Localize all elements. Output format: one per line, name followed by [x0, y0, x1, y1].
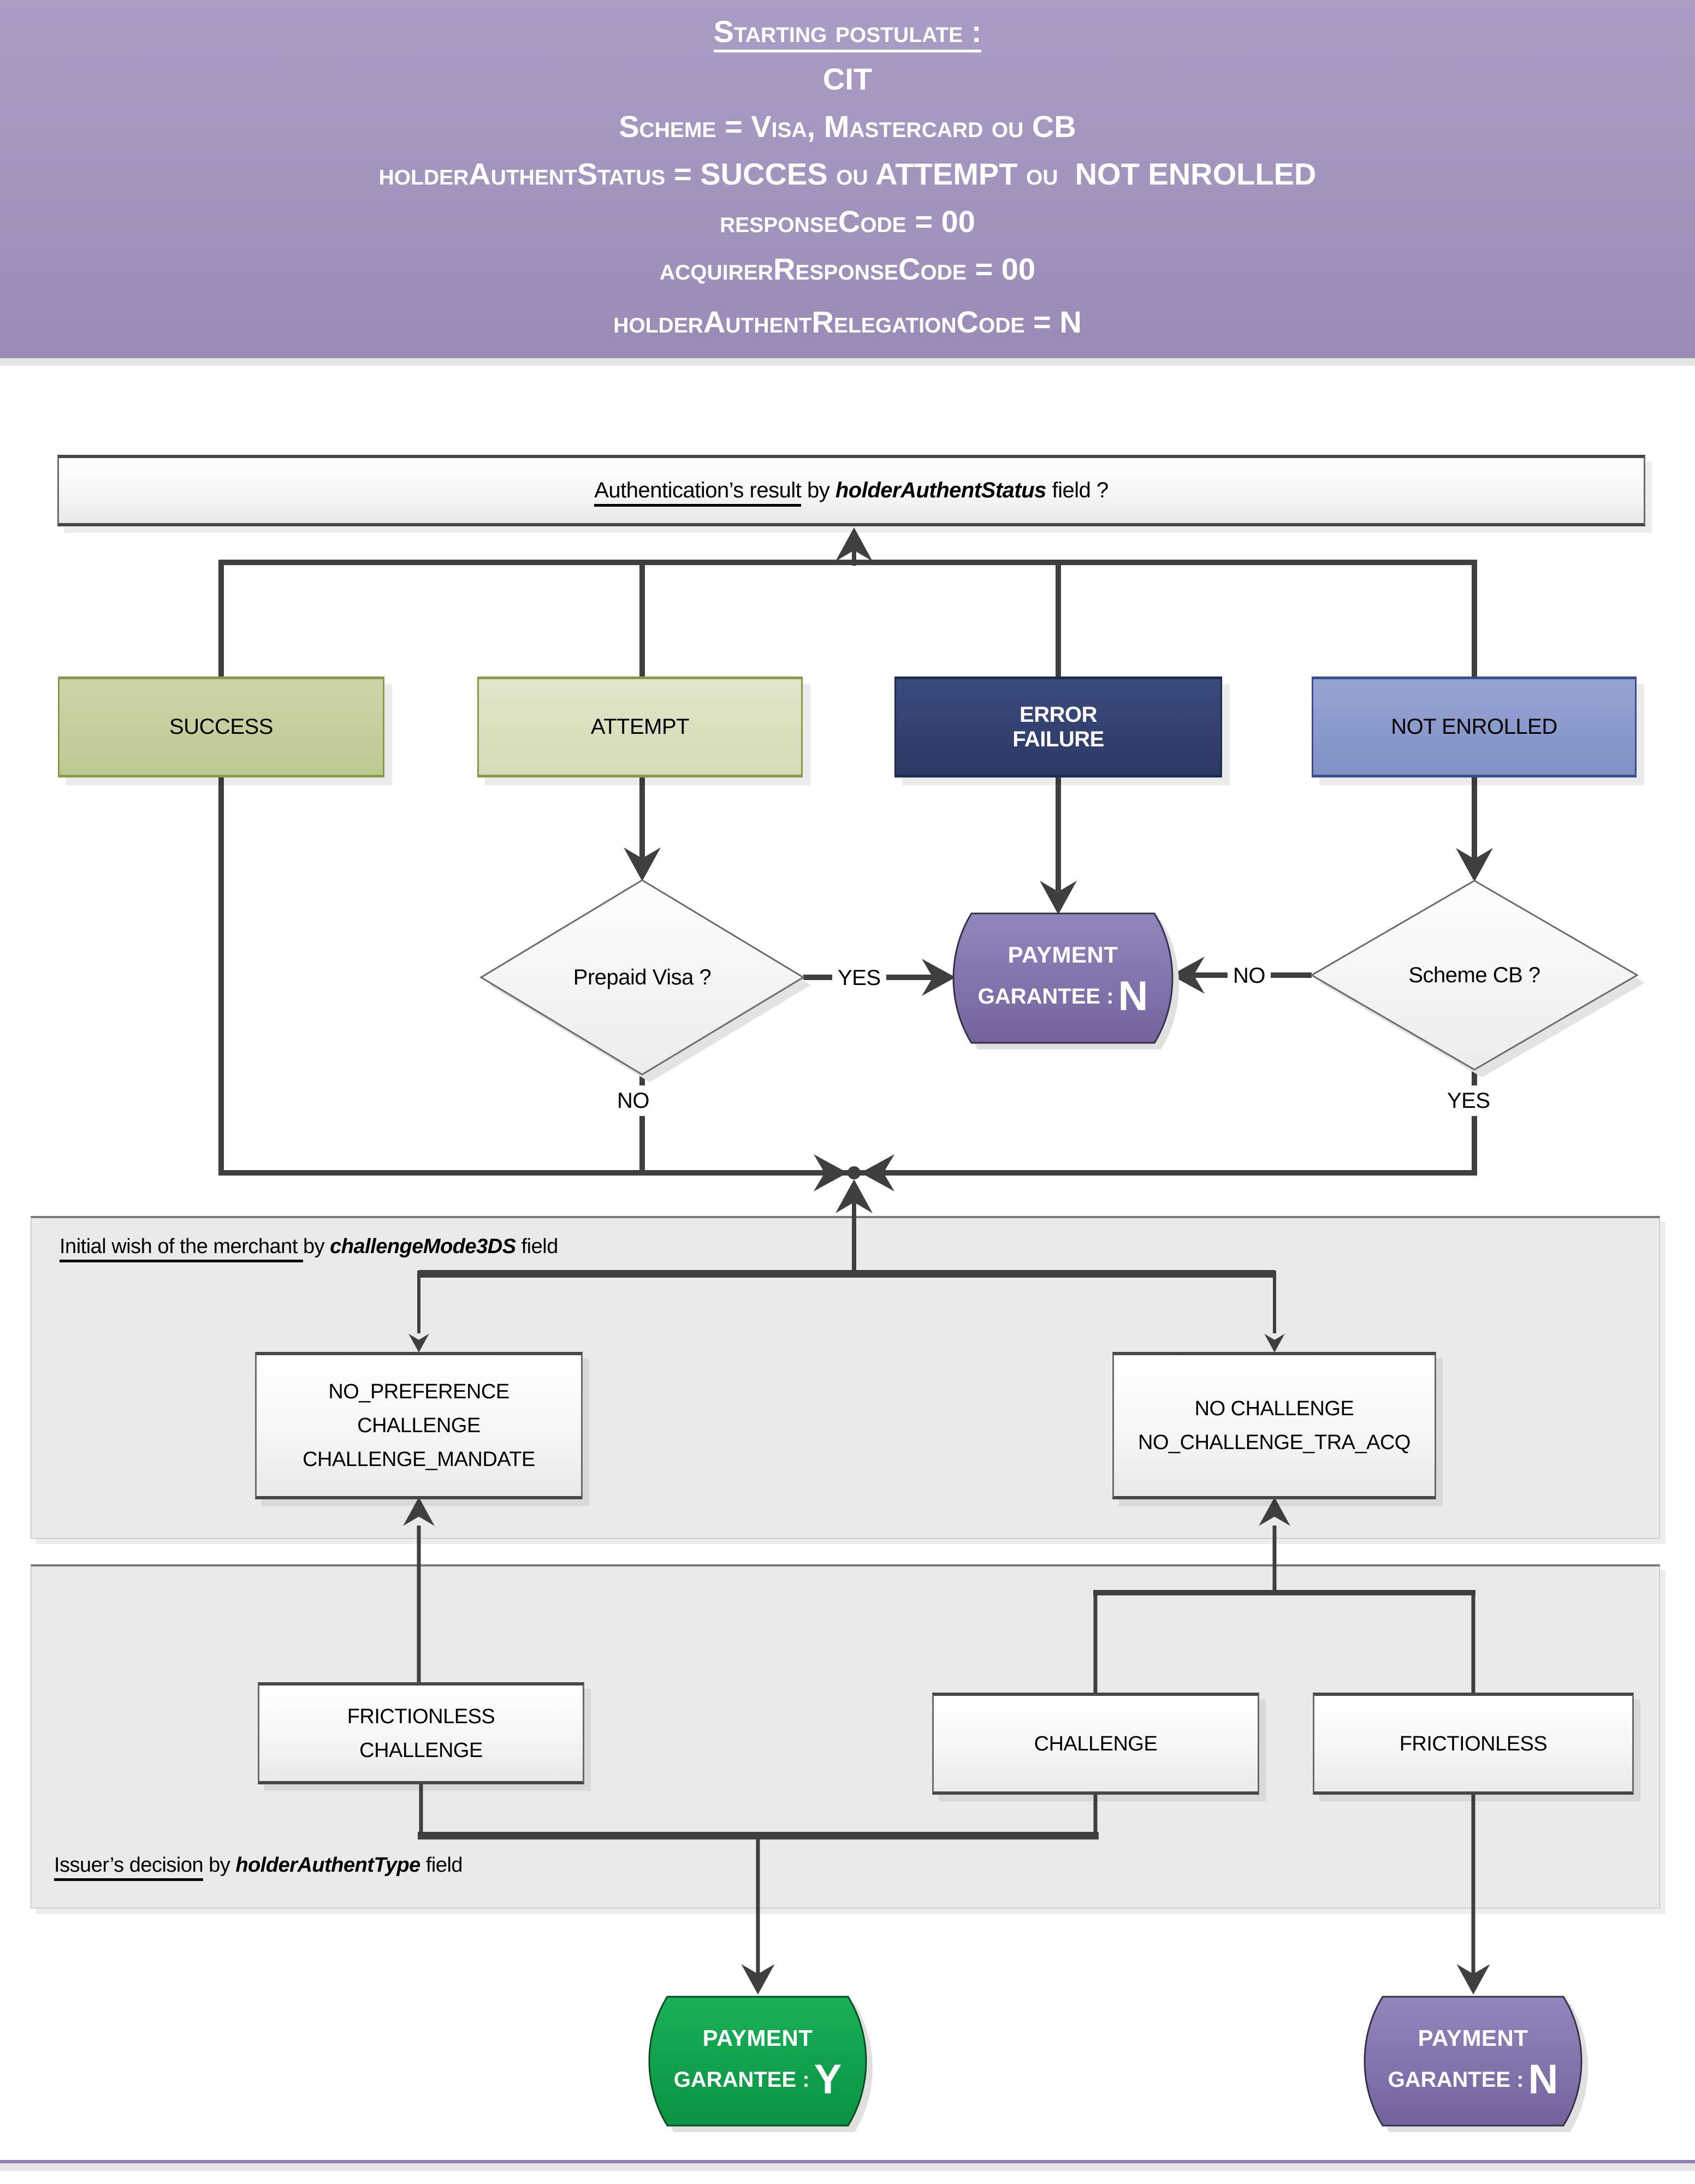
status-box-success-label: SUCCESS [169, 715, 273, 739]
decision-diamond-prepaid-visa [479, 879, 811, 1082]
issuer-box-frictionless-label: FRICTIONLESS [1399, 1732, 1548, 1755]
payment-node-center-label: PAYMENT GARANTEE : N [957, 913, 1169, 1043]
postulate-banner: Starting postulate : CIT Scheme = Visa, … [0, 0, 1695, 358]
postulate-line-acquirercode: acquirerResponseCode = 00 [659, 252, 1036, 286]
postulate-line-status: holderAuthentStatus = SUCCES ou ATTEMPT … [378, 157, 1317, 191]
edge-label-prepaid-no: NO [612, 1085, 655, 1116]
status-box-attempt-label: ATTEMPT [590, 715, 690, 739]
payment-node-guaranteed-shape [648, 1996, 873, 2132]
bottom-strip [0, 2163, 1695, 2171]
issuer-panel-label: Issuer’s decision by holderAuthentType f… [54, 1854, 463, 1881]
question-underlined-text: Authentication’s result [594, 478, 802, 507]
merchant-panel-label: Initial wish of the merchant by challeng… [60, 1235, 559, 1262]
postulate-line-cit: CIT [822, 62, 873, 96]
status-box-failure-label: FAILURE [1012, 727, 1104, 751]
payment-guaranteed-value: Y [814, 2056, 842, 2103]
merchant-box-no-challenge: NO CHALLENGE NO_CHALLENGE_TRA_ACQ [1112, 1352, 1436, 1499]
connector-arrowheads [403, 527, 1493, 1995]
merchant-label-field: challengeMode3DS [330, 1235, 516, 1258]
status-box-not-enrolled-label: NOT ENROLLED [1391, 715, 1557, 739]
edge-label-prepaid-yes: YES [832, 963, 886, 993]
payment-not-guaranteed-line2: GARANTEE : [1388, 2067, 1524, 2092]
status-box-not-enrolled: NOT ENROLLED [1312, 676, 1637, 778]
payment-guaranteed-line1: PAYMENT [702, 2025, 813, 2051]
merchant-label-tail: field [515, 1235, 559, 1258]
payment-center-line1: PAYMENT [1007, 942, 1118, 968]
postulate-line-responsecode: responseCode = 00 [720, 204, 975, 239]
edge-label-cb-no: NO [1228, 960, 1271, 991]
banner-shadow [0, 358, 1695, 366]
merchant-label-underlined: Initial wish of the merchant [60, 1235, 303, 1262]
merchant-box-left-line2: CHALLENGE [357, 1414, 481, 1437]
status-box-error-label: ERROR [1020, 702, 1097, 727]
question-field-name: holderAuthentStatus [835, 478, 1047, 502]
payment-not-guaranteed-value: N [1528, 2056, 1558, 2103]
payment-not-guaranteed-line1: PAYMENT [1418, 2025, 1528, 2051]
payment-node-center-shape [952, 912, 1179, 1049]
issuer-box-frictionless-challenge: FRICTIONLESS CHALLENGE [258, 1682, 584, 1784]
edge-label-cb-yes: YES [1442, 1085, 1496, 1116]
decision-diamond-scheme-cb [1310, 880, 1645, 1077]
postulate-line-scheme: Scheme = Visa, Mastercard ou CB [619, 109, 1076, 144]
postulate-line-relegationcode: holderAuthentRelegationCode = N [613, 305, 1082, 339]
bottom-rule [0, 2160, 1695, 2163]
status-box-success: SUCCESS [58, 676, 384, 778]
payment-node-not-guaranteed-shape [1364, 1996, 1588, 2132]
merchant-box-right-line1: NO CHALLENGE [1194, 1397, 1354, 1420]
decision-scheme-cb-label: Scheme CB ? [1408, 963, 1540, 987]
payment-guaranteed-line2: GARANTEE : [673, 2067, 810, 2092]
merchant-box-left-line3: CHALLENGE_MANDATE [303, 1448, 535, 1471]
authentication-result-question-box: Authentication’s result by holderAuthent… [57, 455, 1645, 526]
merchant-label-mid: by [303, 1235, 330, 1258]
payment-node-guaranteed-label: PAYMENT GARANTEE : Y [653, 1997, 862, 2126]
merchant-box-left-line1: NO_PREFERENCE [328, 1380, 509, 1403]
status-box-attempt: ATTEMPT [477, 676, 803, 778]
issuer-label-tail: field [420, 1854, 463, 1877]
issuer-box-challenge-label: CHALLENGE [1034, 1732, 1158, 1755]
issuer-label-mid: by [203, 1854, 236, 1877]
payment-node-not-guaranteed-label: PAYMENT GARANTEE : N [1368, 1997, 1578, 2126]
issuer-box-frictionless: FRICTIONLESS [1313, 1693, 1634, 1795]
issuer-label-underlined: Issuer’s decision [54, 1854, 204, 1881]
decision-prepaid-visa-label: Prepaid Visa ? [573, 965, 712, 989]
status-box-error-failure: ERROR FAILURE [894, 676, 1222, 778]
postulate-title: Starting postulate : [713, 8, 982, 55]
merchant-box-right-line2: NO_CHALLENGE_TRA_ACQ [1138, 1431, 1410, 1454]
question-mid-text: by [801, 478, 835, 502]
question-tail-text: field ? [1046, 478, 1109, 502]
issuer-box-fc-line1: FRICTIONLESS [347, 1705, 495, 1728]
issuer-box-fc-line2: CHALLENGE [359, 1738, 483, 1762]
issuer-label-field: holderAuthentType [235, 1854, 420, 1877]
merchant-box-no-preference: NO_PREFERENCE CHALLENGE CHALLENGE_MANDAT… [255, 1352, 583, 1499]
authentication-result-question-label: Authentication’s result by holderAuthent… [594, 478, 1109, 507]
payment-center-value: N [1118, 973, 1148, 1020]
payment-center-line2: GARANTEE : [977, 984, 1114, 1008]
issuer-box-challenge: CHALLENGE [932, 1693, 1259, 1795]
